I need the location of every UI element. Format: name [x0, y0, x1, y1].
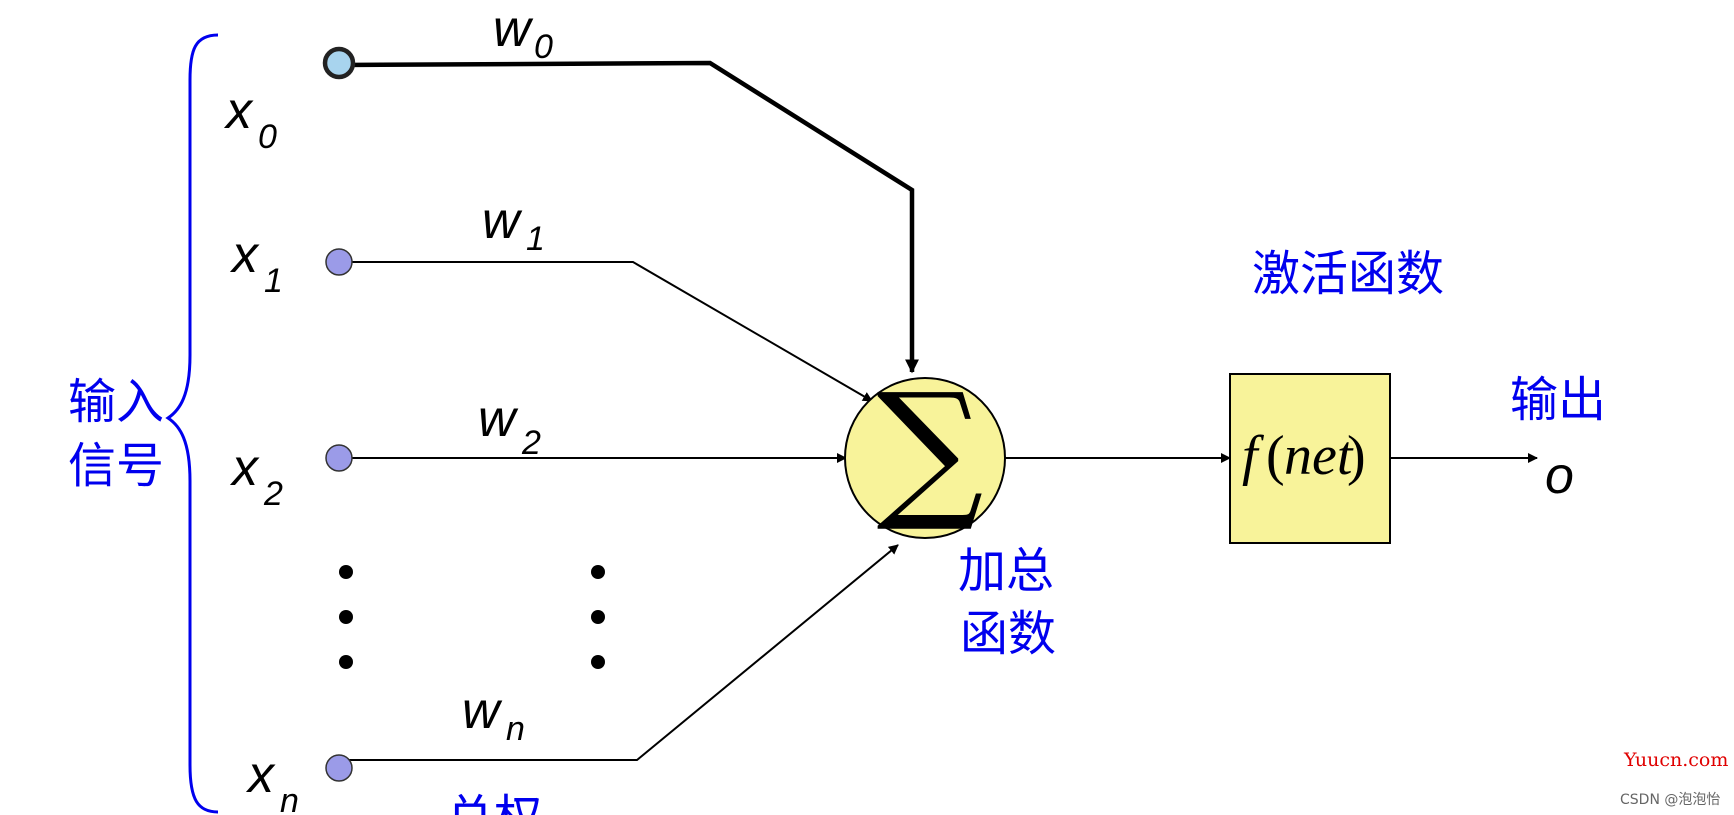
svg-text:): ) [1347, 425, 1366, 487]
svg-text:2: 2 [521, 424, 541, 462]
input-signal-label-line2: 信号 [68, 438, 164, 494]
bias-input-node [322, 46, 356, 80]
activation-box [1229, 373, 1391, 544]
input-label-xn: x n [245, 746, 299, 815]
svg-text:x: x [229, 226, 260, 284]
input-node-x1 [325, 248, 353, 276]
weight-label-wn: w n [462, 682, 525, 748]
svg-text:w: w [478, 390, 519, 448]
svg-text:n: n [506, 710, 525, 748]
input-signal-label-line1: 输入 [68, 374, 164, 430]
activation-function-title: 激活函数 [1252, 246, 1444, 302]
svg-text:w: w [482, 192, 523, 250]
weight-line-w1 [340, 261, 873, 402]
weight-ellipsis [591, 565, 605, 669]
input-node-xn [325, 754, 353, 782]
svg-text:x: x [245, 746, 276, 804]
weight-label-w2: w 2 [478, 390, 541, 462]
output-symbol: o [1545, 447, 1574, 505]
input-ellipsis [339, 565, 353, 669]
weight-line-wn [340, 544, 899, 761]
input-brace [165, 33, 219, 814]
weight-line-w0 [339, 60, 919, 374]
sum-node: ∑ [844, 362, 1006, 539]
weight-label-w1: w 1 [482, 192, 545, 258]
watermark-author: CSDN @泡泡怡 [1620, 792, 1720, 808]
svg-text:net: net [1284, 425, 1354, 487]
svg-text:1: 1 [264, 262, 283, 300]
watermark-site: Yuucn.com [1623, 749, 1728, 771]
bottom-cut-label: 总权 [446, 790, 542, 815]
svg-text:1: 1 [526, 220, 545, 258]
svg-text:(: ( [1266, 425, 1285, 487]
svg-text:x: x [223, 82, 254, 140]
input-label-x0: x 0 [223, 82, 277, 156]
input-node-x2 [325, 444, 353, 472]
output-title: 输出 [1510, 372, 1606, 428]
svg-text:2: 2 [263, 475, 283, 513]
sum-function-label-line1: 加总 [958, 543, 1054, 599]
weight-label-w0: w 0 [493, 0, 553, 66]
svg-text:w: w [462, 682, 503, 740]
svg-text:0: 0 [534, 28, 553, 66]
sigma-symbol: ∑ [876, 362, 983, 536]
sum-function-label-line2: 函数 [960, 606, 1056, 662]
input-label-x2: x 2 [229, 439, 283, 513]
svg-text:w: w [493, 0, 534, 58]
input-label-x1: x 1 [229, 226, 283, 300]
svg-text:n: n [280, 782, 299, 815]
svg-text:x: x [229, 439, 260, 497]
svg-text:0: 0 [258, 118, 277, 156]
